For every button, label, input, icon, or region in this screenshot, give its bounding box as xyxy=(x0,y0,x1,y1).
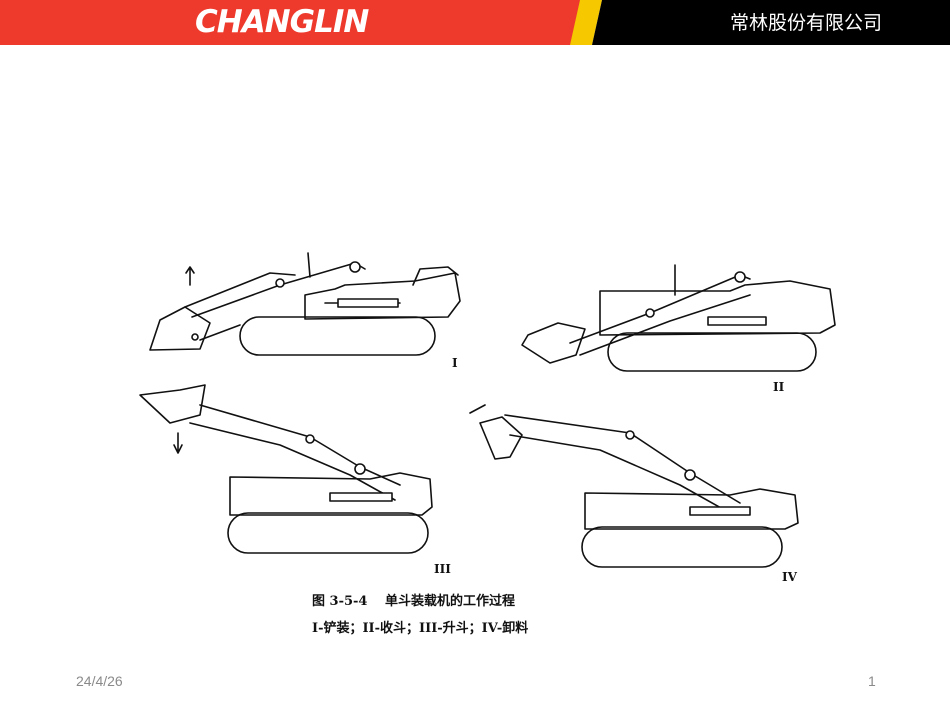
footer-date: 24/4/26 xyxy=(76,673,123,689)
loader-process-figure: I II III IV xyxy=(130,245,850,645)
page-number: 1 xyxy=(868,673,876,689)
header-bar: CHANGLIN 常林股份有限公司 xyxy=(0,0,950,45)
loader-stage-4-dumping xyxy=(469,404,799,568)
header-background xyxy=(0,0,950,45)
panel-label-1: I xyxy=(452,356,458,370)
loader-illustration xyxy=(139,252,836,568)
figure-caption-stages: I-铲装；II-收斗；III-升斗；IV-卸料 xyxy=(312,621,529,636)
panel-label-3: III xyxy=(434,562,451,576)
loader-stage-3-lifting xyxy=(139,384,433,554)
company-name: 常林股份有限公司 xyxy=(729,12,882,34)
panel-label-4: IV xyxy=(782,570,797,584)
panel-label-2: II xyxy=(773,380,785,394)
figure-caption-title: 图 3-5-4 单斗装载机的工作过程 xyxy=(312,594,515,609)
loader-stage-1-scooping xyxy=(149,252,461,356)
loader-stage-2-retracting xyxy=(521,264,836,372)
changlin-logo: CHANGLIN xyxy=(195,4,369,40)
